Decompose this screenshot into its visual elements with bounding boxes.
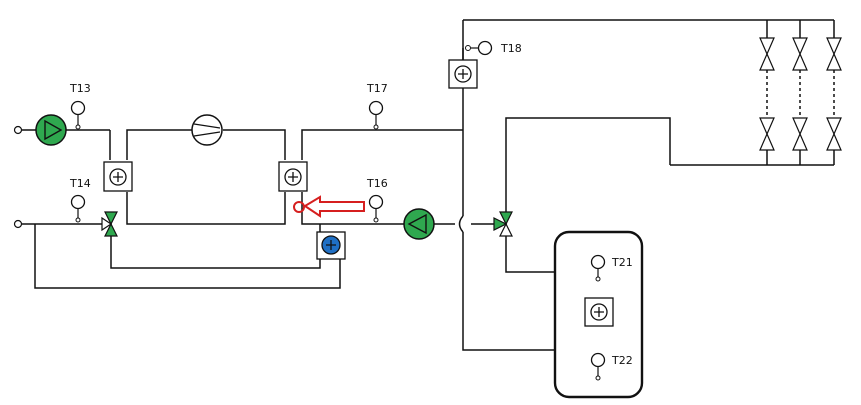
- sensor-label-t13: T13: [69, 82, 91, 95]
- temperature-sensor-icon[interactable]: [368, 194, 384, 223]
- temperature-sensor-icon[interactable]: [368, 100, 384, 130]
- sensor-label-t22: T22: [611, 354, 633, 367]
- temperature-sensor-icon[interactable]: [590, 352, 606, 381]
- flow-arrow-icon[interactable]: [293, 195, 365, 218]
- heater-element-icon[interactable]: [316, 231, 346, 260]
- t18-connector: [465, 45, 471, 51]
- sensor-label-t18: T18: [500, 42, 522, 55]
- temperature-sensor-icon[interactable]: [471, 40, 493, 56]
- pump-icon[interactable]: [35, 114, 67, 146]
- sensor-label-t16: T16: [366, 177, 388, 190]
- heat-exchanger-icon[interactable]: [103, 161, 133, 192]
- temperature-sensor-icon[interactable]: [70, 194, 86, 223]
- pump-icon[interactable]: [403, 208, 435, 240]
- inlet-connector-bottom: [13, 219, 23, 229]
- three-way-valve-icon[interactable]: [101, 211, 118, 237]
- heat-exchanger-icon[interactable]: [448, 59, 478, 89]
- two-way-valve-icon[interactable]: [759, 117, 775, 151]
- inlet-connector-top: [13, 125, 23, 135]
- sensor-label-t17: T17: [366, 82, 388, 95]
- temperature-sensor-icon[interactable]: [590, 254, 606, 282]
- sensor-label-t14: T14: [69, 177, 91, 190]
- heat-exchanger-icon[interactable]: [278, 161, 308, 192]
- two-way-valve-icon[interactable]: [759, 37, 775, 71]
- three-way-valve-icon[interactable]: [493, 211, 513, 237]
- sensor-label-t21: T21: [611, 256, 633, 269]
- two-way-valve-icon[interactable]: [792, 37, 808, 71]
- compressor-icon[interactable]: [191, 114, 223, 146]
- two-way-valve-icon[interactable]: [826, 117, 842, 151]
- two-way-valve-icon[interactable]: [826, 37, 842, 71]
- two-way-valve-icon[interactable]: [792, 117, 808, 151]
- pipe-network: [22, 19, 835, 351]
- heat-exchanger-icon[interactable]: [584, 297, 614, 327]
- temperature-sensor-icon[interactable]: [70, 100, 86, 130]
